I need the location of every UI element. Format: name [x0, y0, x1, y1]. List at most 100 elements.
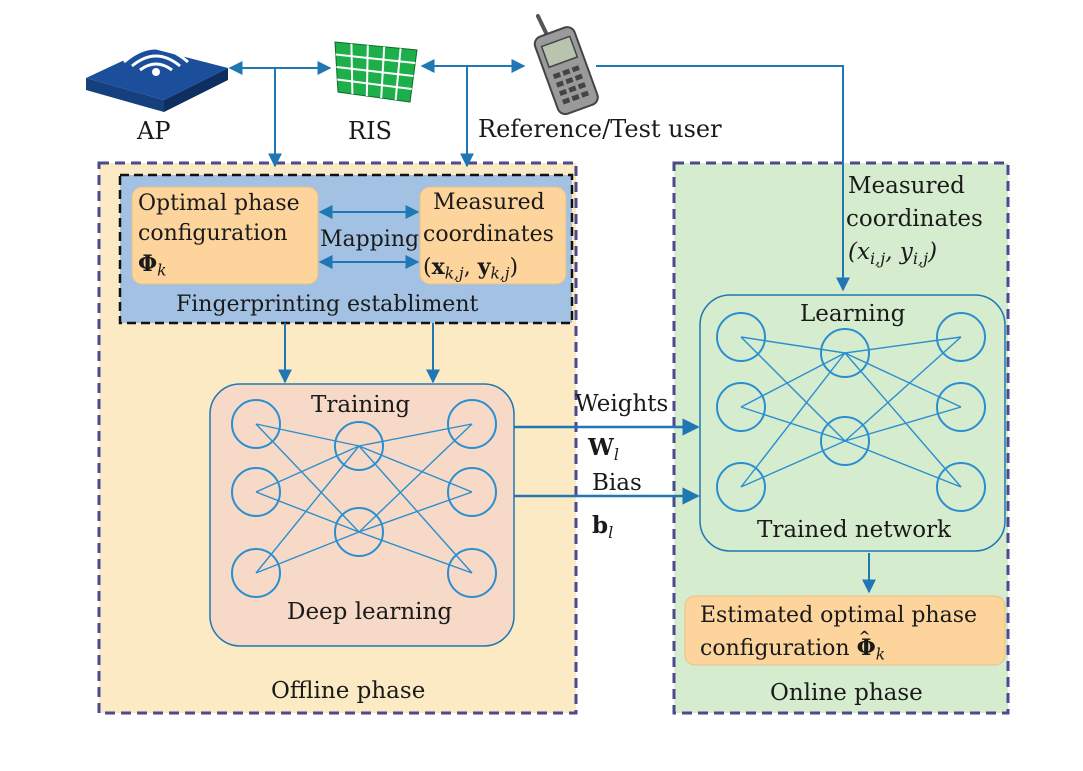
offline-net-edge — [255, 445, 360, 493]
measured-coords-box — [419, 186, 567, 285]
weights-sub: l — [613, 444, 619, 464]
offline-net-edge — [358, 423, 473, 447]
weights-label: Weights — [575, 391, 669, 417]
coords-close-paren: ) — [509, 255, 519, 280]
offline-net-edge — [358, 423, 473, 533]
estimated-phi-symbol: Φ — [856, 635, 876, 661]
estimated-phase-text: Estimated optimal phase configuration ^Φ… — [700, 600, 977, 671]
online-net-node — [936, 382, 986, 432]
ap-label: AP — [137, 117, 171, 145]
user-label: Reference/Test user — [478, 115, 722, 143]
online-net-edge — [844, 336, 962, 442]
online-net-edge — [740, 352, 846, 408]
online-net-node — [820, 328, 870, 378]
estimated-phi: ^Φ — [856, 629, 876, 661]
measured-coords-text: Measured coordinates (xk,j, yk,j) — [423, 187, 554, 290]
fingerprinting-label: Fingerprinting establiment — [176, 292, 479, 317]
online-coords-y: y — [899, 239, 913, 265]
ris-grid-line — [335, 53, 416, 64]
online-net-node — [936, 312, 986, 362]
offline-net-node — [231, 548, 281, 598]
ap-router-icon — [86, 46, 228, 112]
online-coords-y-sub: i,j — [912, 248, 929, 268]
online-measured-text: Measured coordinates (xi,j, yi,j) — [846, 170, 983, 275]
measured-line1: Measured — [433, 190, 545, 215]
offline-net-edge — [255, 531, 360, 574]
weights-W: W — [588, 434, 614, 461]
offline-net-node — [447, 548, 497, 598]
online-net-edge — [740, 352, 846, 488]
coords-comma: , — [463, 255, 478, 280]
online-net-edge — [740, 406, 846, 442]
weights-symbol: Wl — [588, 436, 619, 463]
online-net-edge — [844, 406, 962, 442]
optimal-phase-symbol: Φk — [138, 249, 300, 286]
estimated-line2: configuration ^Φk — [700, 629, 977, 671]
measured-line2: coordinates — [423, 222, 554, 247]
phi-symbol: Φ — [138, 251, 158, 277]
online-network-box — [699, 294, 1006, 552]
trained-network-label: Trained network — [757, 517, 951, 543]
online-net-node — [936, 462, 986, 512]
ris-panel-icon — [334, 41, 418, 103]
online-net-edge — [844, 440, 962, 488]
phi-subscript: k — [157, 261, 167, 280]
optimal-phase-text: Optimal phase configuration Φk — [138, 189, 300, 286]
offline-net-edge — [255, 423, 360, 447]
online-net-node — [716, 382, 766, 432]
coords-y-sub: k,j — [490, 264, 510, 283]
online-net-node — [716, 462, 766, 512]
offline-phase-label: Offline phase — [271, 678, 426, 704]
online-net-edge — [740, 336, 846, 354]
online-net-node — [716, 312, 766, 362]
coords-open-paren: ( — [423, 255, 432, 280]
online-neural-network — [716, 312, 986, 512]
coords-y: y — [477, 254, 491, 280]
estimated-phase-box — [684, 595, 1006, 666]
online-coords-close: ) — [928, 239, 938, 265]
offline-net-edge — [358, 531, 473, 574]
offline-network-box — [209, 383, 515, 647]
offline-net-edge — [255, 445, 360, 574]
online-coords: (xi,j, yi,j) — [848, 236, 983, 275]
user-to-online-arrow — [596, 65, 850, 292]
bias-label: Bias — [592, 470, 642, 496]
offline-net-node — [334, 421, 384, 471]
ris-label: RIS — [348, 117, 392, 145]
online-net-edge — [844, 336, 962, 354]
optimal-phase-line1: Optimal phase — [138, 191, 300, 216]
online-net-edge — [844, 352, 962, 488]
bias-b: b — [592, 512, 609, 539]
offline-net-node — [231, 467, 281, 517]
bias-sub: l — [608, 522, 614, 542]
online-measured-line2: coordinates — [846, 206, 983, 232]
estimated-line1: Estimated optimal phase — [700, 603, 978, 628]
online-net-edge — [740, 440, 846, 488]
mobile-phone-icon — [533, 14, 599, 116]
bias-symbol: bl — [592, 514, 613, 541]
online-coords-x-sub: i,j — [869, 248, 886, 268]
offline-net-node — [447, 467, 497, 517]
estimated-config: configuration — [700, 636, 850, 661]
online-net-node — [820, 416, 870, 466]
training-label: Training — [311, 392, 411, 418]
online-coords-x: x — [856, 239, 870, 265]
deep-learning-label: Deep learning — [287, 599, 453, 625]
offline-net-edge — [358, 445, 473, 574]
mapping-label: Mapping — [320, 227, 420, 252]
offline-net-node — [334, 507, 384, 557]
ris-grid-line — [336, 66, 414, 77]
ris-grid-line — [337, 78, 412, 90]
optimal-phase-line2: configuration — [138, 221, 288, 246]
estimated-phi-hat: ^ — [858, 629, 871, 645]
learning-label: Learning — [800, 301, 906, 327]
offline-neural-network — [231, 399, 497, 598]
coords-x: x — [431, 254, 445, 280]
online-coords-comma: , — [885, 239, 900, 265]
offline-net-node — [231, 399, 281, 449]
online-measured-line1: Measured — [848, 173, 965, 199]
offline-net-node — [447, 399, 497, 449]
online-net-edge — [844, 352, 962, 408]
offline-net-edge — [255, 491, 360, 533]
